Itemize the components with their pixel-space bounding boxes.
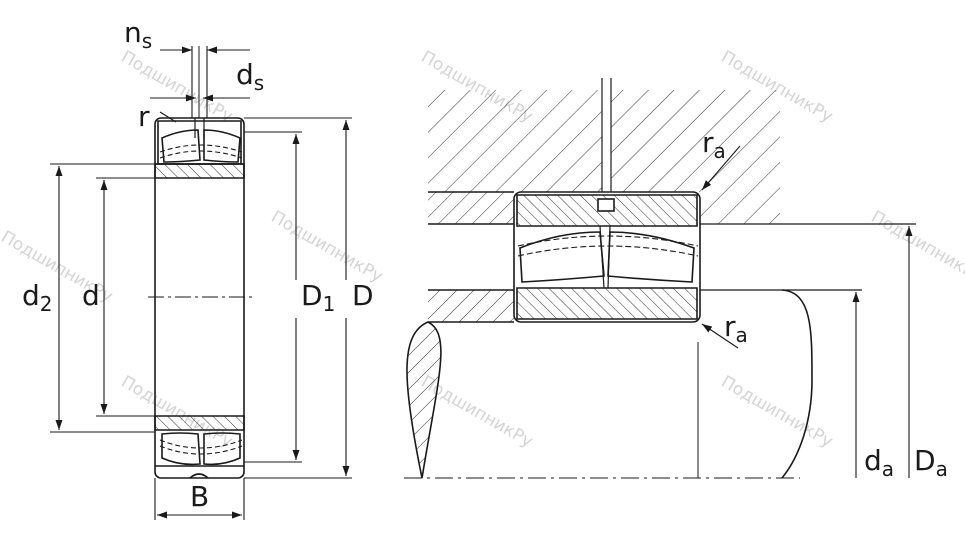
label-B: B [190,480,209,513]
label-ra-bottom: ra [724,310,748,347]
shaft-band-left [428,290,514,322]
watermark-7: ПодшипникРу [118,372,237,452]
label-d-s: ds [236,58,264,95]
watermark-6: ПодшипникРу [868,207,965,287]
label-d: d [82,279,100,312]
label-da: da [864,444,894,481]
inner-ring-top [155,164,244,178]
label-D: D [352,279,374,312]
watermark-1: ПодшипникРу [118,47,237,127]
inner-ring-bottom [155,416,244,430]
watermark-5: ПодшипникРу [268,207,387,287]
housing-left [428,90,602,192]
label-d2: d2 [22,279,53,316]
label-r: r [138,100,150,133]
bearing-inner-ring [517,288,697,319]
label-Da: Da [914,444,948,481]
shaft-shoulder-right [782,290,812,478]
shaft-shoulder-left [407,322,441,478]
housing-band-left [428,192,514,224]
label-D1: D1 [301,279,335,316]
label-n-s: ns [124,16,152,53]
watermark-9: ПодшипникРу [718,372,837,452]
